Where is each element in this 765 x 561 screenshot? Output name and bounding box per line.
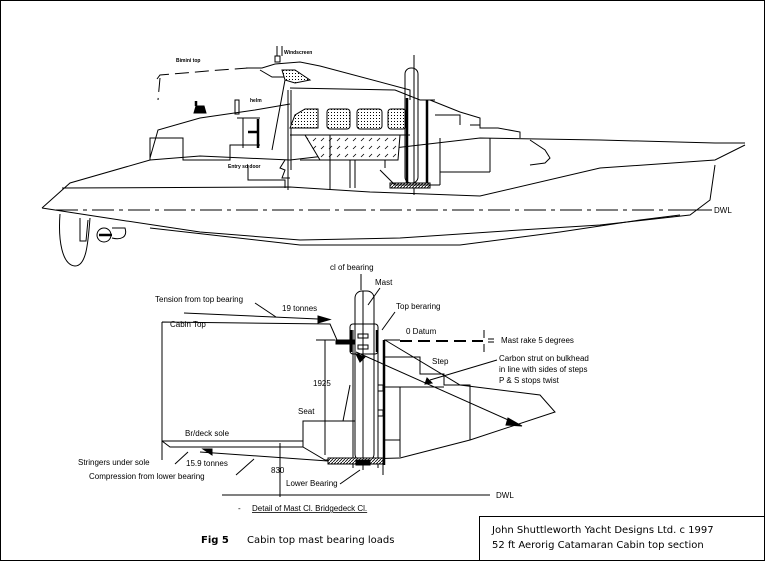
helm-wheel — [234, 99, 240, 115]
carbon-strut-label-2: in line with sides of steps — [499, 365, 588, 374]
compression-arrowhead — [201, 448, 213, 456]
tension-label: Tension from top bearing — [155, 295, 243, 304]
profile-view: DWL Bimini top Windscreen helm — [41, 46, 746, 267]
detail-steps — [384, 356, 471, 440]
seat-outline — [302, 420, 355, 447]
hull-deck-line — [61, 144, 746, 197]
cabin-roof — [289, 87, 435, 101]
mast-label: Mast — [375, 278, 393, 287]
dim-830-label: 830 — [271, 466, 285, 475]
hull-chine-line — [41, 164, 716, 241]
detail-bullet: - — [238, 504, 241, 513]
helm-seat — [237, 117, 260, 148]
windscreen-label: Windscreen — [284, 50, 312, 56]
cl-of-bearing-label: cl of bearing — [330, 263, 374, 272]
foredeck-step-detail — [435, 114, 480, 126]
cockpit-seat — [149, 137, 260, 161]
title-block: John Shuttleworth Yacht Designs Ltd. c 1… — [479, 516, 764, 560]
title-block-line-1: John Shuttleworth Yacht Designs Ltd. c 1… — [491, 525, 714, 536]
rudder — [59, 213, 91, 267]
dim-1925-label: 1925 — [313, 379, 331, 388]
prop-strut — [111, 227, 127, 240]
strut-fitting — [377, 384, 384, 392]
sole-label: Br/deck sole — [185, 429, 230, 438]
tension-arrowhead — [317, 315, 332, 324]
stringers-label: Stringers under sole — [78, 458, 150, 467]
bimini-support — [157, 77, 161, 101]
carbon-strut-label-3: P & S stops twist — [499, 376, 560, 385]
bridgedeck-nose — [384, 339, 556, 459]
detail-caption: Detail of Mast Cl. Bridgedeck Cl. — [252, 504, 367, 513]
step-label: Step — [432, 357, 449, 366]
lower-bearing-label: Lower Bearing — [286, 479, 338, 488]
figure-caption: Cabin top mast bearing loads — [247, 535, 394, 546]
load-path-arrowtail — [355, 353, 366, 363]
hull-keel-line — [149, 214, 681, 246]
compression-arrow-line — [199, 451, 329, 462]
bearing-bolt — [357, 333, 369, 339]
bearing-bolt-2 — [357, 344, 369, 350]
tension-value: 19 tonnes — [282, 304, 317, 313]
helm-label: helm — [250, 98, 262, 104]
cabin-window-3 — [356, 108, 383, 130]
load-path-arrowhead — [505, 417, 523, 427]
detail-waterline-label: DWL — [496, 491, 514, 500]
tension-arrow-line — [183, 312, 319, 320]
entry-door — [279, 159, 290, 179]
carbon-strut-label-1: Carbon strut on bulkhead — [499, 354, 589, 363]
top-bearing-block — [335, 339, 355, 345]
seat-label: Seat — [298, 407, 315, 416]
hull-sheer-line — [41, 137, 745, 209]
seat-brace — [342, 384, 351, 422]
detail-view: cl of bearing Mast Tension from top bear… — [78, 263, 589, 513]
profile-mast-base — [379, 169, 440, 186]
cabin-window-1 — [289, 108, 319, 129]
carbon-strut-leader-head — [424, 377, 434, 385]
winch — [193, 105, 207, 114]
bow-pulpit — [529, 139, 551, 166]
saloon-table — [300, 159, 386, 168]
cabin-window-4 — [387, 108, 407, 130]
compression-leader — [235, 458, 255, 476]
carbon-strut-leader — [429, 359, 498, 381]
cockpit-step — [247, 165, 286, 188]
top-bearing-leader — [381, 311, 396, 331]
strut-fitting-2 — [377, 409, 384, 417]
cockpit-coaming — [149, 103, 291, 159]
detail-cabin-top — [161, 321, 348, 460]
cabin-window-2 — [326, 108, 351, 130]
settee — [304, 134, 401, 161]
waterline-label: DWL — [714, 206, 732, 215]
detail-sole — [161, 440, 401, 461]
foredeck-steps — [429, 99, 521, 138]
lower-bearing-block — [355, 459, 371, 466]
windscreen-glass — [281, 69, 312, 84]
compression-label: Compression from lower bearing — [89, 472, 205, 481]
bimini-top-label: Bimini top — [176, 58, 200, 64]
bimini-top — [156, 67, 249, 80]
compression-value: 15.9 tonnes — [186, 459, 228, 468]
mast-rake-label: Mast rake 5 degrees — [501, 336, 574, 345]
skeg — [79, 218, 89, 242]
top-bearing-label: Top beraring — [396, 302, 440, 311]
tension-leader — [254, 302, 277, 318]
windscreen-base — [274, 55, 281, 63]
lower-bearing-leader — [339, 469, 361, 485]
load-path-line — [355, 351, 516, 424]
detail-mast — [354, 290, 375, 462]
datum-label: 0 Datum — [406, 327, 437, 336]
cabin-top — [246, 61, 411, 100]
stringers-leader — [174, 451, 189, 465]
figure-number: Fig 5 — [201, 535, 229, 546]
title-block-line-2: 52 ft Aerorig Catamaran Cabin top sectio… — [492, 540, 704, 551]
cabin-top-label: Cabin Top — [170, 320, 206, 329]
entry-door-label: Entry sd door — [228, 164, 261, 170]
